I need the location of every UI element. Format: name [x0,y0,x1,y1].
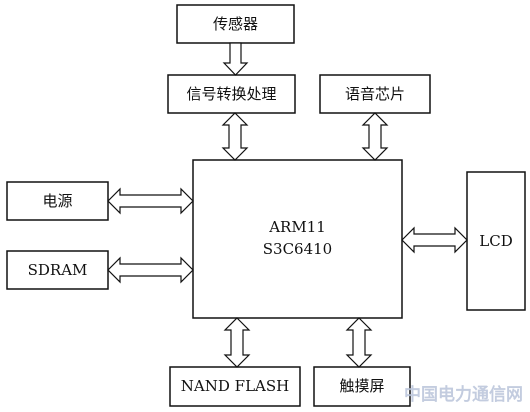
cpu-block: ARM11 S3C6410 [192,159,403,319]
sensor-to-signal-arrow [222,42,249,76]
cpu-touch-double-arrow [345,317,373,368]
nand-flash-block: NAND FLASH [169,366,301,407]
touchscreen-label: 触摸屏 [339,377,384,395]
sdram-block: SDRAM [6,250,109,290]
signal-cpu-double-arrow [221,112,249,161]
cpu-nand-double-arrow [223,317,251,368]
power-label: 电源 [42,192,72,210]
signal-conversion-label: 信号转换处理 [186,85,276,103]
signal-conversion-block: 信号转换处理 [167,74,296,114]
nand-flash-label: NAND FLASH [181,377,289,395]
lcd-block: LCD [466,171,526,311]
sdram-cpu-double-arrow [107,256,194,284]
cpu-label-line2: S3C6410 [263,240,332,258]
cpu-label-line1: ARM11 [268,218,326,236]
sensor-block: 传感器 [176,4,295,44]
touchscreen-block: 触摸屏 [313,366,411,407]
voice-cpu-double-arrow [361,112,389,161]
lcd-label: LCD [479,232,512,250]
sdram-label: SDRAM [28,261,88,279]
watermark-text: 中国电力通信网 [404,384,523,405]
power-block: 电源 [6,181,109,221]
power-cpu-double-arrow [107,187,194,215]
voice-chip-block: 语音芯片 [319,74,431,114]
cpu-lcd-double-arrow [401,226,468,254]
sensor-label: 传感器 [213,15,258,33]
voice-chip-label: 语音芯片 [345,85,405,103]
